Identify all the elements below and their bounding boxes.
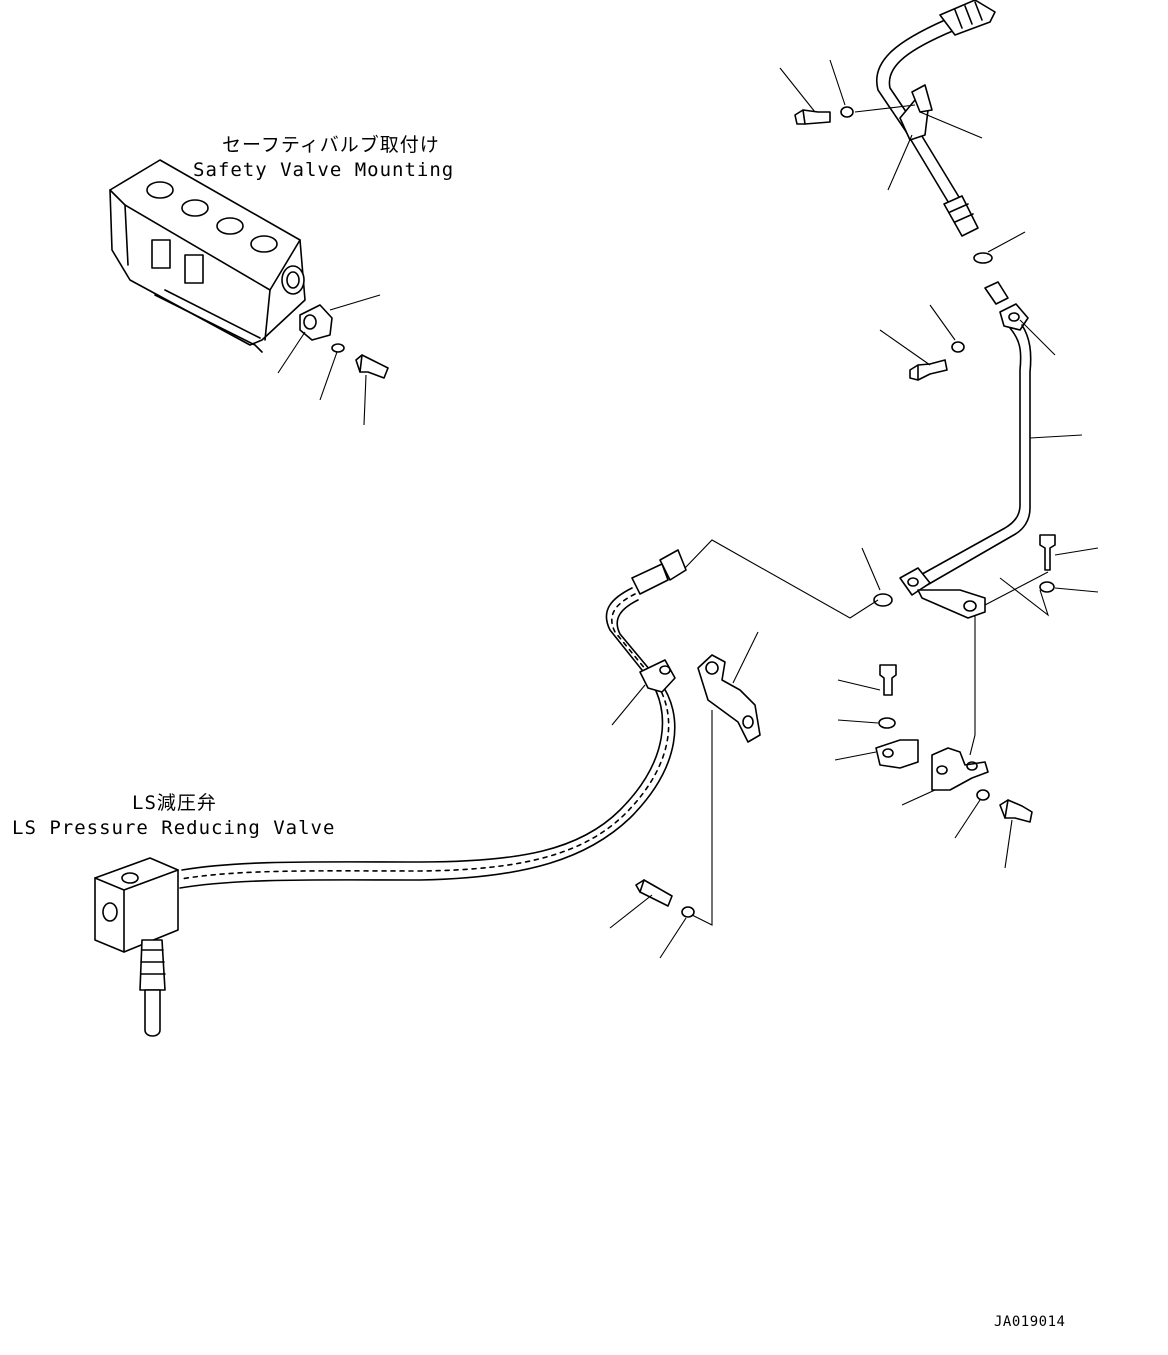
safety-valve-label-en: Safety Valve Mounting <box>193 159 455 181</box>
safety-valve-block <box>109 159 306 353</box>
upper-hose-leaders <box>779 59 1026 253</box>
steel-tube-leaders <box>861 304 1099 756</box>
steel-tube-fasteners <box>909 341 1056 593</box>
lower-brackets <box>875 664 1033 823</box>
ls-valve-label-jp: LS減圧弁 <box>132 792 217 814</box>
drawing-code: JA019014 <box>994 1314 1066 1330</box>
long-hose-fasteners <box>635 879 695 918</box>
ls-valve-label-en: LS Pressure Reducing Valve <box>12 817 336 839</box>
upper-hose-fasteners <box>794 106 854 125</box>
lower-brackets-leaders <box>834 679 1013 869</box>
safety-valve-label-jp: セーフティバルブ取付け <box>222 134 440 156</box>
ls-reducing-valve <box>94 857 179 1037</box>
upper-hose <box>875 0 996 264</box>
long-hose <box>179 549 687 889</box>
long-hose-bracket <box>697 654 761 743</box>
safety-valve-leaders <box>277 294 381 426</box>
steel-tube <box>873 281 1032 619</box>
long-hose-leaders <box>609 539 879 959</box>
safety-valve-clamp <box>299 304 389 379</box>
